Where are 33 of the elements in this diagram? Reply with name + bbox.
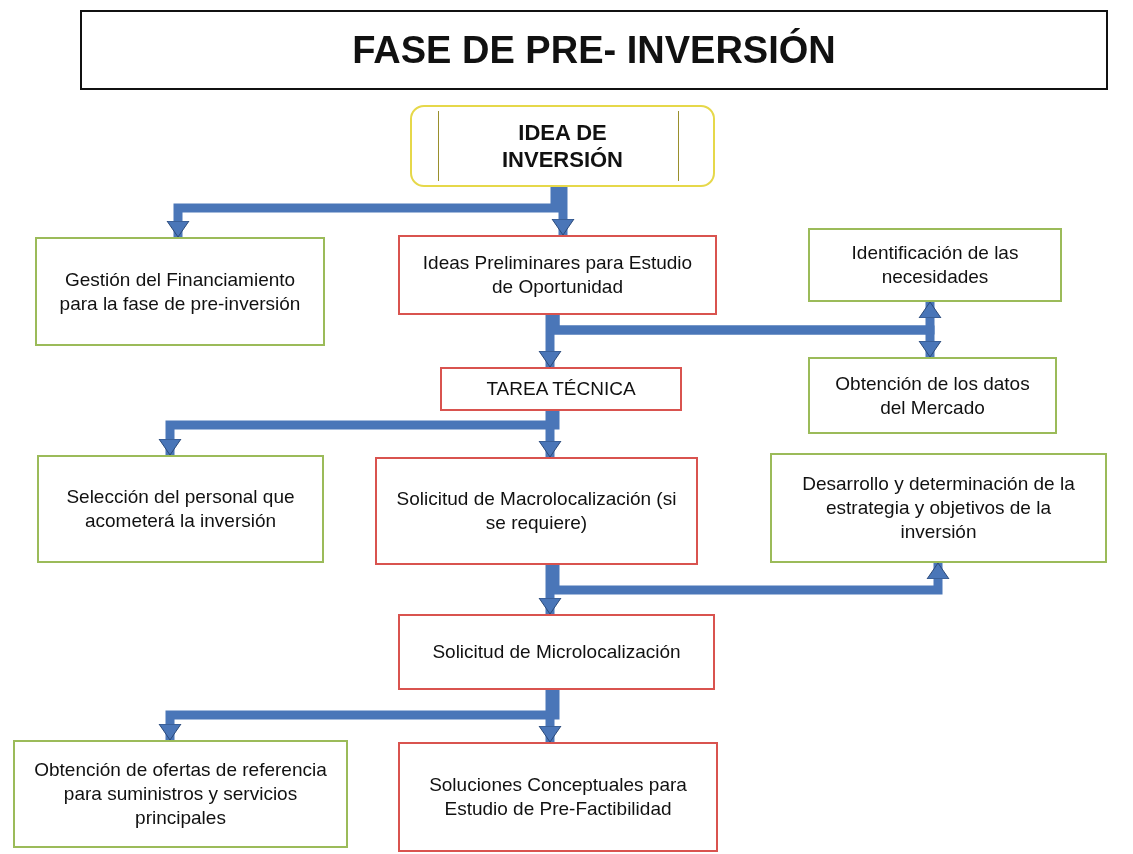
arrow [166,187,560,238]
process-box [770,453,1107,563]
process-box [398,742,718,852]
box-text: Solicitud de Microlocalización [432,640,681,664]
process-box [375,457,698,565]
start-box [410,105,715,187]
box-text: TAREA TÉCNICA [486,377,636,401]
process-box [37,455,324,563]
box-text: Identificación de las necesidades [850,241,1020,289]
arrow [158,690,560,741]
process-box [808,357,1057,434]
arrow [551,187,575,236]
arrow [538,315,562,368]
box-text: Obtención de ofertas de referencia para suministros y servicios principales [33,758,328,830]
process-box [398,614,715,690]
process-box [13,740,348,848]
process-box [808,228,1062,302]
arrow [158,411,560,456]
box-text: Desarrollo y determinación de la estrategia y objetivos de la inversión [801,472,1076,544]
box-text: Soluciones Conceptuales para Estudio de Pre-Factibilidad [428,773,688,821]
arrow [538,411,562,458]
arrow [538,690,562,743]
box-text: IDEA DE INVERSIÓN [501,118,624,174]
process-box [35,237,325,346]
box-text: Solicitud de Macrolocalización (si se requiere) [395,487,678,535]
box-text: Selección del personal que acometerá la inversión [65,485,296,533]
box-text: Gestión del Financiamiento para la fase de pre-inversión [58,267,302,316]
arrow [538,565,562,615]
title: FASE DE PRE- INVERSIÓN [352,28,836,72]
box-text: Obtención de los datos del Mercado [834,371,1031,420]
process-box [440,367,682,411]
box-text: Ideas Preliminares para Estudio de Oportunidad [421,251,694,299]
process-box [398,235,717,315]
